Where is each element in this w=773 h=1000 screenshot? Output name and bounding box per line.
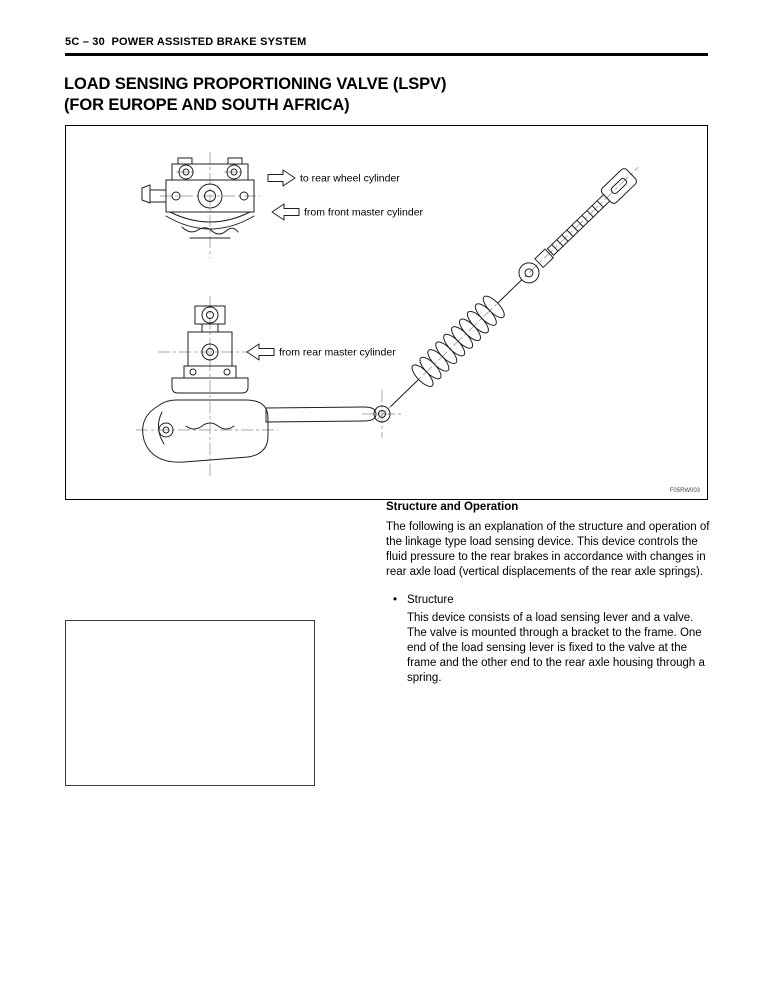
page-title: LOAD SENSING PROPORTIONING VALVE (LSPV) (… [64, 74, 446, 116]
header-rule [65, 53, 708, 56]
structure-operation-section: Structure and Operation The following is… [386, 500, 710, 686]
arrow-from-front-master-cylinder [271, 203, 300, 221]
bullet-marker: • [393, 594, 398, 606]
arrow-from-rear-master-cylinder [246, 343, 275, 361]
structure-bullet: • Structure This device consists of a lo… [386, 593, 710, 686]
bullet-paragraph-2: The valve is mounted through a bracket t… [407, 627, 705, 684]
figure-caption: F05RW003 [670, 488, 701, 494]
section-heading: Structure and Operation [386, 501, 519, 513]
top-valve-drawing [141, 157, 255, 239]
page-title-line1: LOAD SENSING PROPORTIONING VALVE (LSPV) [64, 75, 447, 93]
bullet-paragraph-1: This device consists of a load sensing l… [407, 612, 694, 624]
label-to-rear-wheel-cylinder: to rear wheel cylinder [300, 173, 400, 185]
label-from-front-master-cylinder: from front master cylinder [304, 207, 424, 219]
page-header-label: 5C – 30 POWER ASSISTED BRAKE SYSTEM [65, 36, 307, 48]
top-valve-callouts: to rear wheel cylinder from front master… [267, 169, 424, 221]
construction-centerlines [136, 152, 402, 478]
intro-paragraph: The following is an explanation of the s… [386, 521, 710, 578]
label-from-rear-master-cylinder: from rear master cylinder [279, 347, 396, 359]
spring-and-rod-drawing [377, 167, 639, 419]
arrow-to-rear-wheel-cylinder [267, 169, 296, 187]
lower-valve-callout: from rear master cylinder [246, 343, 396, 361]
bullet-title: Structure [407, 594, 454, 606]
page-title-line2: (FOR EUROPE AND SOUTH AFRICA) [64, 96, 350, 114]
lspv-diagram: to rear wheel cylinder from front master… [136, 152, 701, 494]
empty-figure-placeholder [65, 620, 315, 786]
bullet-body: Structure This device consists of a load… [407, 593, 710, 686]
lspv-figure: to rear wheel cylinder from front master… [65, 125, 708, 500]
lower-valve-drawing [142, 305, 391, 463]
